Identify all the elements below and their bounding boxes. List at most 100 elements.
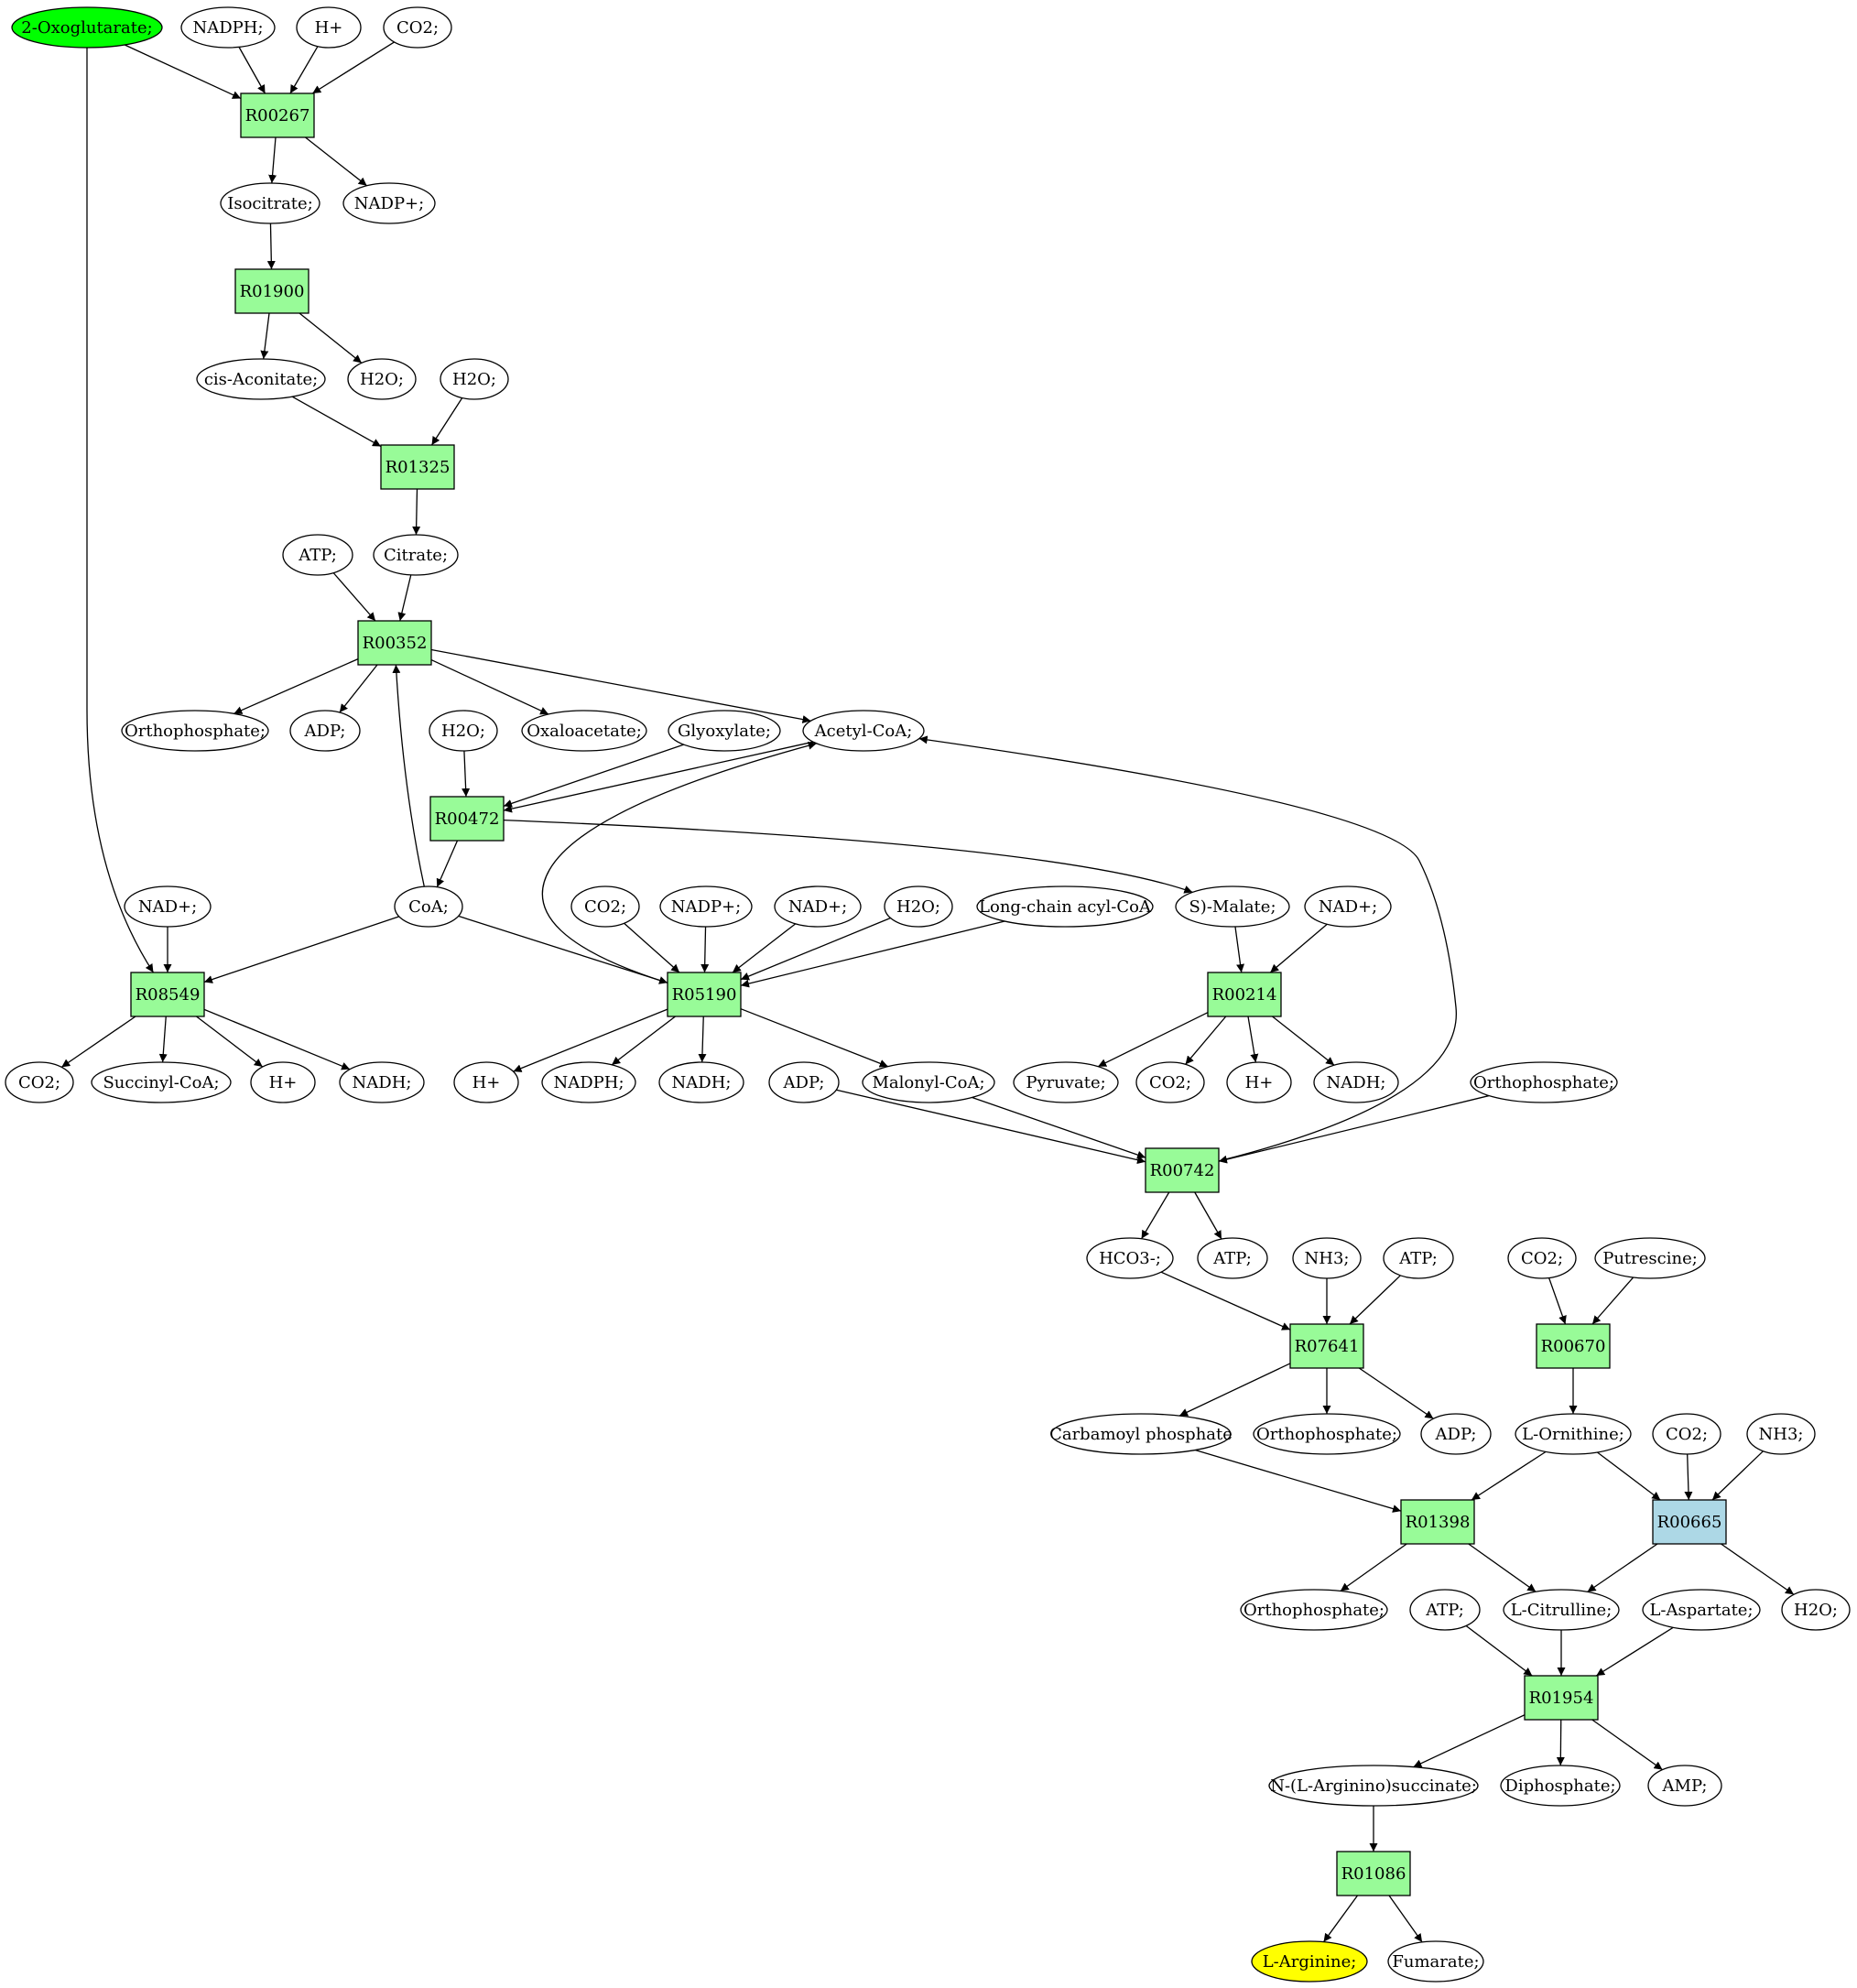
node-label: Succinyl-CoA;	[103, 1073, 219, 1092]
edge-nh3-to-r00665	[1711, 1450, 1764, 1501]
edge-nad-to-r00214	[1269, 923, 1328, 973]
edge-carbamoyl-phosphate-to-r01398	[1194, 1449, 1402, 1513]
compound-ellipse	[1507, 1237, 1577, 1279]
compound-node-co2: CO2;	[570, 885, 640, 928]
edge-orthophosphate-to-r00742	[1218, 1094, 1490, 1164]
reaction-node-r01325: R01325	[380, 444, 455, 490]
compound-node-pyruvate: Pyruvate;	[1013, 1061, 1119, 1103]
compound-ellipse	[440, 358, 509, 400]
reaction-box	[1400, 1499, 1475, 1545]
reaction-node-r01086: R01086	[1336, 1851, 1411, 1896]
compound-ellipse	[659, 885, 753, 928]
reaction-box	[1207, 972, 1282, 1017]
compound-ellipse	[373, 534, 459, 576]
compound-node-atp: ATP;	[282, 534, 353, 576]
edge-l-ornithine-to-r01398	[1471, 1450, 1547, 1501]
node-label: Orthophosphate;	[1243, 1601, 1385, 1620]
compound-ellipse	[658, 1061, 744, 1103]
edge-r00214-to-pyruvate	[1097, 1012, 1209, 1068]
edge-isocitrate-to-r01900	[266, 223, 276, 270]
reaction-node-r05190: R05190	[667, 972, 742, 1017]
compound-node-nh3: NH3;	[1292, 1237, 1362, 1279]
edge-coa-to-r08549	[203, 916, 400, 983]
edge-h2o-to-r00472	[462, 750, 471, 798]
compound-ellipse	[394, 885, 463, 928]
edge-co2-to-r00665	[1684, 1453, 1693, 1501]
edge-r07641-to-carbamoyl-phosphate	[1178, 1363, 1291, 1417]
edge-r08549-to-nadh	[203, 1008, 351, 1070]
compound-ellipse	[342, 182, 436, 224]
edge-2-oxoglutarate-to-r08549	[86, 47, 155, 973]
compound-node-cis-aconitate: cis-Aconitate;	[196, 358, 326, 400]
node-label: L-Citrulline;	[1511, 1601, 1613, 1620]
node-label: CO2;	[18, 1073, 60, 1092]
edge-long-chain-acyl-coa-to-r05190	[740, 920, 1005, 988]
node-label: cis-Aconitate;	[204, 370, 318, 389]
compound-node-h: H+	[250, 1061, 316, 1103]
edge-r05190-to-malonyl-coa	[740, 1008, 888, 1068]
compound-node-l-ornithine: L-Ornithine;	[1515, 1413, 1632, 1455]
edge-co2-to-r00670	[1548, 1277, 1567, 1325]
compound-node-nadp: NADP+;	[659, 885, 753, 928]
node-label: R00267	[245, 106, 310, 125]
edge-r01398-to-orthophosphate	[1340, 1543, 1407, 1592]
edge-r00352-to-oxaloacetate	[430, 658, 549, 715]
edge-coa-to-r00352	[392, 664, 425, 887]
edge-nadp-to-r05190	[700, 926, 710, 973]
node-label: L-Arginine;	[1263, 1952, 1357, 1972]
reaction-node-r00742: R00742	[1145, 1147, 1220, 1193]
node-label: Orthophosphate;	[1473, 1073, 1614, 1092]
compound-ellipse	[1251, 1940, 1368, 1983]
node-label: NAD+;	[1319, 897, 1377, 917]
compound-ellipse	[1226, 1061, 1292, 1103]
edge-r00214-to-nadh	[1272, 1016, 1335, 1066]
compound-ellipse	[220, 182, 320, 224]
node-label: CO2;	[1149, 1073, 1191, 1092]
edge-r01398-to-l-citrulline	[1468, 1543, 1537, 1592]
edge-co2-to-r00267	[311, 41, 395, 94]
compound-ellipse	[1647, 1765, 1722, 1807]
edge-co2-to-r05190	[624, 922, 680, 973]
edge-r00214-to-h	[1247, 1016, 1259, 1063]
compound-ellipse	[668, 710, 781, 752]
node-label: CO2;	[396, 18, 439, 38]
compound-node-orthophosphate: Orthophosphate;	[1240, 1589, 1388, 1631]
compound-node-diphosphate: Diphosphate;	[1500, 1765, 1621, 1807]
node-label: R08549	[136, 985, 201, 1005]
edge-r00742-to-atp	[1194, 1191, 1222, 1240]
edge-atp-to-r01954	[1465, 1624, 1533, 1677]
node-label: R01398	[1406, 1513, 1471, 1532]
edge-r08549-to-co2	[60, 1016, 136, 1068]
compound-ellipse	[521, 710, 647, 752]
compound-node-l-arginine: L-Arginine;	[1251, 1940, 1368, 1983]
compound-node-h2o: H2O;	[1781, 1589, 1851, 1631]
compound-ellipse	[541, 1061, 636, 1103]
node-label: ADP;	[304, 722, 346, 741]
compound-ellipse	[1135, 1061, 1205, 1103]
node-label: Acetyl-CoA;	[814, 722, 913, 741]
node-label: ADP;	[1435, 1425, 1477, 1444]
edge-h2o-to-r05190	[740, 917, 891, 981]
compound-ellipse	[1383, 1237, 1454, 1279]
node-label: Glyoxylate;	[678, 722, 771, 741]
compound-ellipse	[296, 6, 362, 49]
node-label: CO2;	[1521, 1249, 1563, 1268]
compound-node-glyoxylate: Glyoxylate;	[668, 710, 781, 752]
edge-adp-to-r00742	[836, 1089, 1146, 1165]
compound-node-h: H+	[453, 1061, 519, 1103]
compound-node-h2o: H2O;	[440, 358, 509, 400]
compound-ellipse	[453, 1061, 519, 1103]
compound-node-adp: ADP;	[1420, 1413, 1492, 1455]
reaction-box	[1536, 1323, 1611, 1369]
reaction-node-r01398: R01398	[1400, 1499, 1475, 1545]
compound-ellipse	[1175, 885, 1290, 928]
edge-s-malate-to-r00214	[1234, 926, 1245, 973]
edge-nadph-to-r00267	[238, 47, 266, 94]
edge-l-aspartate-to-r01954	[1595, 1626, 1674, 1677]
edge-l-ornithine-to-r00665	[1597, 1451, 1661, 1501]
compound-node-atp: ATP;	[1197, 1237, 1268, 1279]
node-label: Pyruvate;	[1026, 1073, 1105, 1092]
compound-node-co2: CO2;	[383, 6, 452, 49]
node-label: L-Ornithine;	[1522, 1425, 1624, 1444]
node-label: Malonyl-CoA;	[872, 1073, 984, 1092]
